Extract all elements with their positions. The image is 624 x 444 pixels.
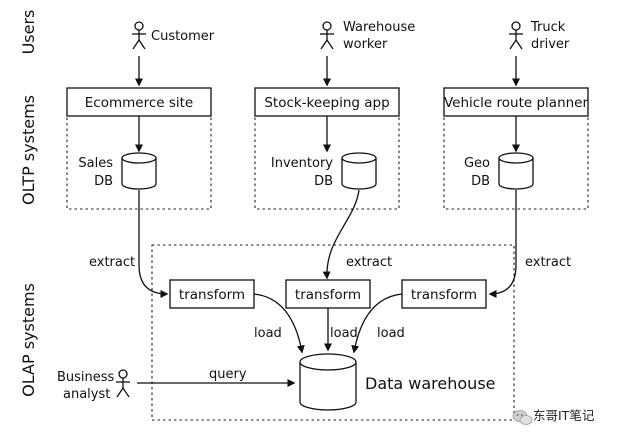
route-label: Vehicle route planner: [444, 95, 589, 111]
data-warehouse-icon: [299, 353, 357, 411]
actor-label-business-analyst-line2: analyst: [63, 387, 110, 402]
customer-icon: [132, 21, 146, 50]
ecommerce-box: [66, 87, 212, 117]
data-warehouse-label: Data warehouse: [365, 374, 496, 393]
transform-label-left: transform: [179, 287, 245, 303]
transform-box-right: [401, 279, 487, 309]
load-label-middle: load: [330, 326, 358, 341]
geo-db-label-line1: Geo: [464, 156, 490, 171]
inventory-db-icon: [341, 152, 377, 190]
extract-label-left: extract: [89, 255, 135, 270]
geo-db-label-line2: DB: [471, 174, 490, 189]
extract-label-middle: extract: [346, 255, 392, 270]
warehouse-worker-icon: [320, 21, 334, 50]
section-label-olap: OLAP systems: [19, 283, 38, 397]
geo-db-icon: [498, 152, 534, 190]
truck-driver-icon: [509, 21, 523, 50]
inventory-db-label-line1: Inventory: [271, 156, 333, 171]
stock-label: Stock-keeping app: [264, 95, 389, 111]
extract-curve-left: [138, 190, 169, 298]
actor-label-truck-driver-line2: driver: [531, 37, 570, 52]
olap-region: [151, 244, 515, 421]
actor-label-business-analyst-line1: Business: [57, 370, 115, 385]
query-label: query: [209, 367, 247, 382]
extract-label-right: extract: [525, 255, 571, 270]
actor-label-warehouse-worker-line1: Warehouse: [343, 20, 415, 35]
actor-label-warehouse-worker-line2: worker: [343, 37, 388, 52]
load-curve-right: [351, 293, 403, 354]
business-analyst-icon: [116, 369, 130, 398]
load-label-left: load: [254, 326, 282, 341]
transform-box-middle: [285, 279, 371, 309]
ecommerce-label: Ecommerce site: [85, 95, 193, 111]
inventory-db-label-line2: DB: [314, 174, 333, 189]
transform-box-left: [169, 279, 255, 309]
extract-curve-right: [488, 190, 517, 298]
section-label-users: Users: [19, 10, 38, 55]
stock-box: [254, 87, 400, 117]
watermark-text: 东哥IT笔记: [533, 408, 595, 423]
wechat-icon: [512, 410, 533, 425]
actor-label-truck-driver-line1: Truck: [530, 20, 566, 35]
actor-label-customer: Customer: [151, 29, 215, 44]
extract-curve-middle: [322, 189, 360, 280]
load-label-right: load: [377, 326, 405, 341]
transform-label-middle: transform: [295, 287, 361, 303]
section-label-oltp: OLTP systems: [19, 95, 38, 205]
sales-db-icon: [121, 152, 157, 190]
load-curve-left: [253, 293, 305, 354]
transform-label-right: transform: [411, 287, 477, 303]
sales-db-label-line1: Sales: [78, 156, 113, 171]
sales-db-label-line2: DB: [94, 174, 113, 189]
